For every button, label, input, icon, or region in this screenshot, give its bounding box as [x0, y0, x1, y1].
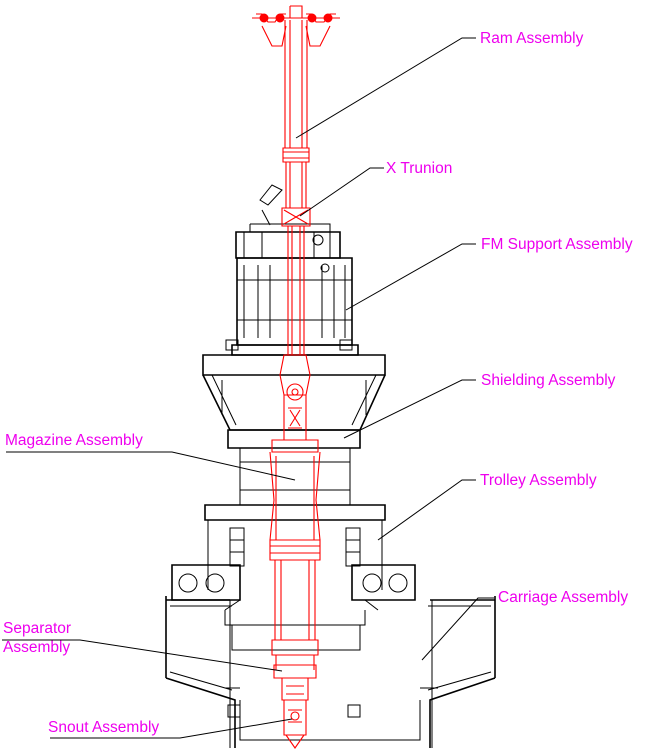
leader-separator [2, 639, 283, 672]
label-magazine-assembly: Magazine Assembly [5, 432, 143, 449]
label-shielding-assembly: Shielding Assembly [481, 372, 616, 389]
leader-carriage [421, 597, 494, 661]
label-snout-assembly: Snout Assembly [48, 719, 159, 736]
leader-magazine [6, 451, 296, 481]
leader-x-trunion [299, 167, 384, 217]
label-separator-line1: Separator [3, 620, 71, 637]
leader-snout [50, 718, 293, 739]
leader-ram [295, 37, 476, 139]
label-carriage-assembly: Carriage Assembly [498, 589, 628, 606]
label-x-trunion: X Trunion [386, 160, 452, 177]
magazine-assembly-structure [269, 354, 321, 670]
leader-shielding [343, 379, 476, 439]
leader-trolley [377, 479, 476, 541]
label-separator-line2: Assembly [3, 639, 70, 656]
carriage-assembly-structure [165, 596, 496, 748]
trolley-assembly-structure [171, 500, 416, 651]
leader-fm-support [345, 243, 476, 311]
separator-snout-structure [273, 664, 317, 749]
shielding-assembly-structure [202, 354, 386, 500]
label-trolley-assembly: Trolley Assembly [480, 472, 597, 489]
ram-assembly-structure [252, 5, 340, 355]
leader-lines [2, 37, 494, 739]
label-fm-support-assembly: FM Support Assembly [481, 236, 633, 253]
fm-support-assembly-structure [225, 184, 359, 356]
label-ram-assembly: Ram Assembly [480, 30, 584, 47]
labels: Ram Assembly X Trunion FM Support Assemb… [3, 30, 633, 736]
